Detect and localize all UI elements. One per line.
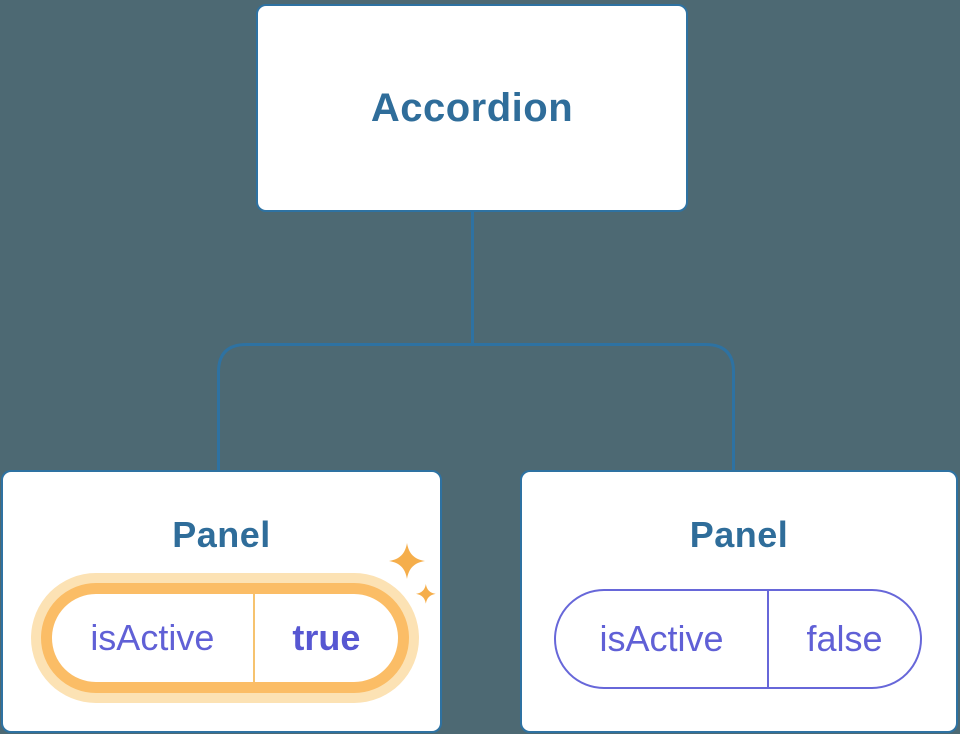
state-value: true [292, 617, 361, 658]
panel-node-active: Panel isActive true [1, 470, 442, 733]
state-value: false [806, 618, 883, 659]
panel-node-inactive: Panel isActive false [520, 470, 958, 733]
state-key: isActive [52, 594, 255, 682]
panel-node-label: Panel [689, 514, 789, 555]
state-key: isActive [556, 591, 770, 687]
accordion-node-label: Accordion [370, 85, 574, 130]
accordion-node: Accordion [256, 4, 688, 212]
panel-node-label: Panel [172, 514, 271, 555]
state-pill-active: isActive true [41, 583, 409, 693]
sparkle-icon [389, 543, 436, 604]
state-pill-inactive: isActive false [554, 589, 922, 689]
